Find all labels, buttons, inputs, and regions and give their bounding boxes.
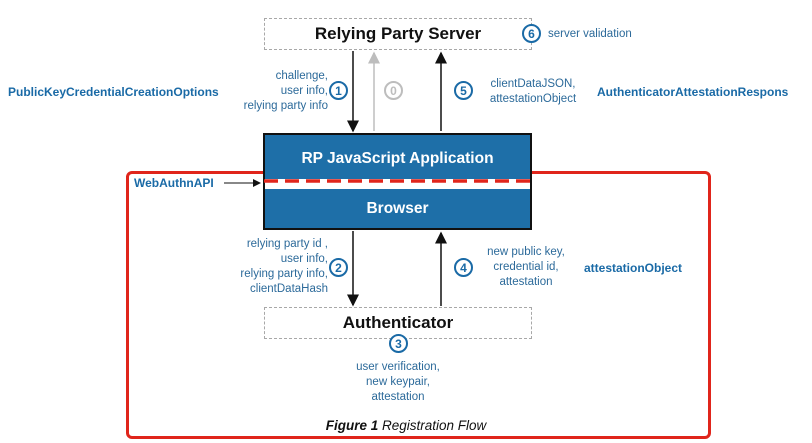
caption-title: Registration Flow	[381, 418, 487, 433]
step-2-note: relying party id , user info, relying pa…	[240, 238, 328, 295]
step-badge-5: 5	[454, 81, 473, 100]
step-6-note: server validation	[548, 28, 632, 40]
left-top-label: PublicKeyCredentialCreationOptions	[8, 85, 219, 99]
rp-app-browser-box: RP JavaScript Application Browser	[263, 133, 532, 230]
rp-app-box: RP JavaScript Application	[265, 135, 530, 179]
step-badge-0: 0	[384, 81, 403, 100]
step-3-note: user verification, new keypair, attestat…	[356, 361, 440, 403]
authenticator-label: Authenticator	[342, 313, 454, 332]
step-badge-6: 6	[522, 24, 541, 43]
figure-caption: Figure 1 Registration Flow	[0, 418, 812, 433]
caption-figure-number: Figure 1	[325, 418, 379, 433]
step-badge-2: 2	[329, 258, 348, 277]
webauthn-api-layer	[265, 179, 530, 189]
step-1-note: challenge, user info, relying party info	[243, 70, 328, 112]
step-badge-3: 3	[389, 334, 408, 353]
rp-app-label: RP JavaScript Application	[301, 150, 494, 167]
step-badge-1: 1	[329, 81, 348, 100]
browser-box: Browser	[265, 189, 530, 228]
rp-server-label: Relying Party Server	[314, 24, 482, 43]
step-5-note: clientDataJSON, attestationObject	[489, 78, 577, 105]
right-bottom-label: attestationObject	[584, 261, 683, 275]
step-4-note: new public key, credential id, attestati…	[487, 246, 565, 288]
webauthn-label: WebAuthnAPI	[134, 176, 214, 190]
step-badge-4: 4	[454, 258, 473, 277]
right-top-label: AuthenticatorAttestationRespons	[597, 85, 789, 99]
browser-label: Browser	[366, 199, 429, 217]
